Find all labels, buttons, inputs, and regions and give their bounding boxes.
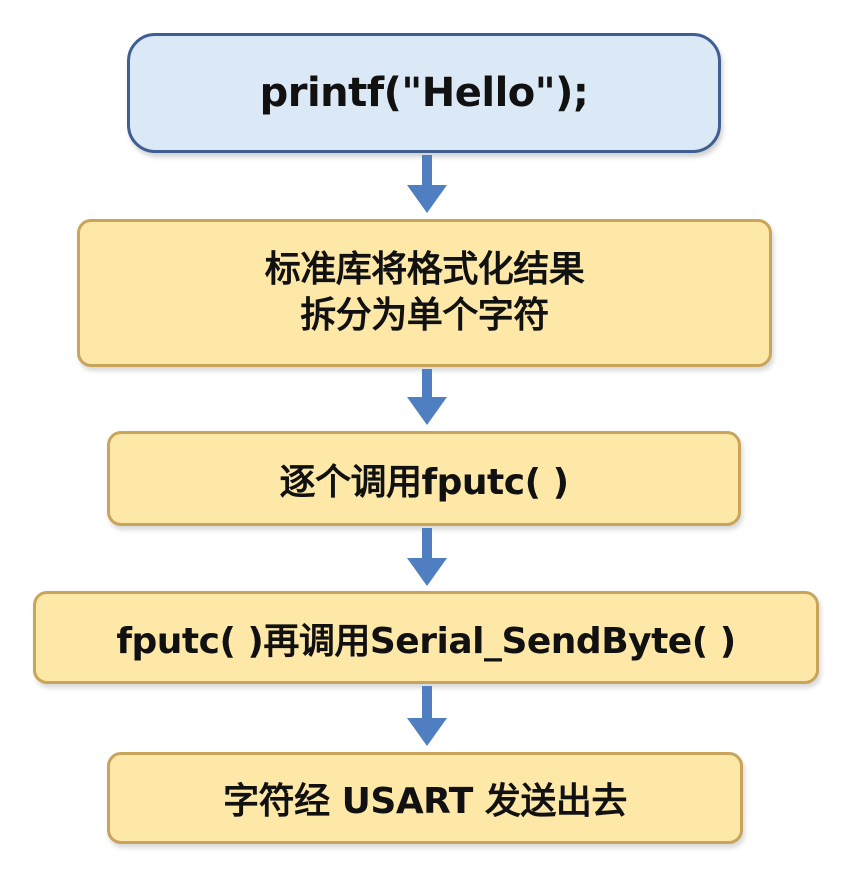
arrow-step-1-to-step-2 xyxy=(407,369,447,425)
arrow-start-to-step-1 xyxy=(407,155,447,213)
step-3-line-1: fputc( )再调用Serial_SendByte( ) xyxy=(116,620,736,662)
step-4-line-1: 字符经 USART 发送出去 xyxy=(223,781,627,822)
arrow-step-2-to-step-3 xyxy=(407,528,447,586)
step-fputc-calls-sendbyte: fputc( )再调用Serial_SendByte( ) xyxy=(33,591,819,684)
step-1-line-1: 标准库将格式化结果 xyxy=(264,249,585,290)
step-1-line-2: 拆分为单个字符 xyxy=(300,295,549,336)
arrow-step-3-to-step-4 xyxy=(407,686,447,746)
step-usart-send: 字符经 USART 发送出去 xyxy=(107,752,743,844)
start-node-label: printf("Hello"); xyxy=(259,70,589,116)
start-node: printf("Hello"); xyxy=(127,33,721,153)
step-split-characters: 标准库将格式化结果 拆分为单个字符 xyxy=(77,219,772,367)
step-2-line-1: 逐个调用fputc( ) xyxy=(279,461,569,503)
step-call-fputc: 逐个调用fputc( ) xyxy=(107,431,741,526)
